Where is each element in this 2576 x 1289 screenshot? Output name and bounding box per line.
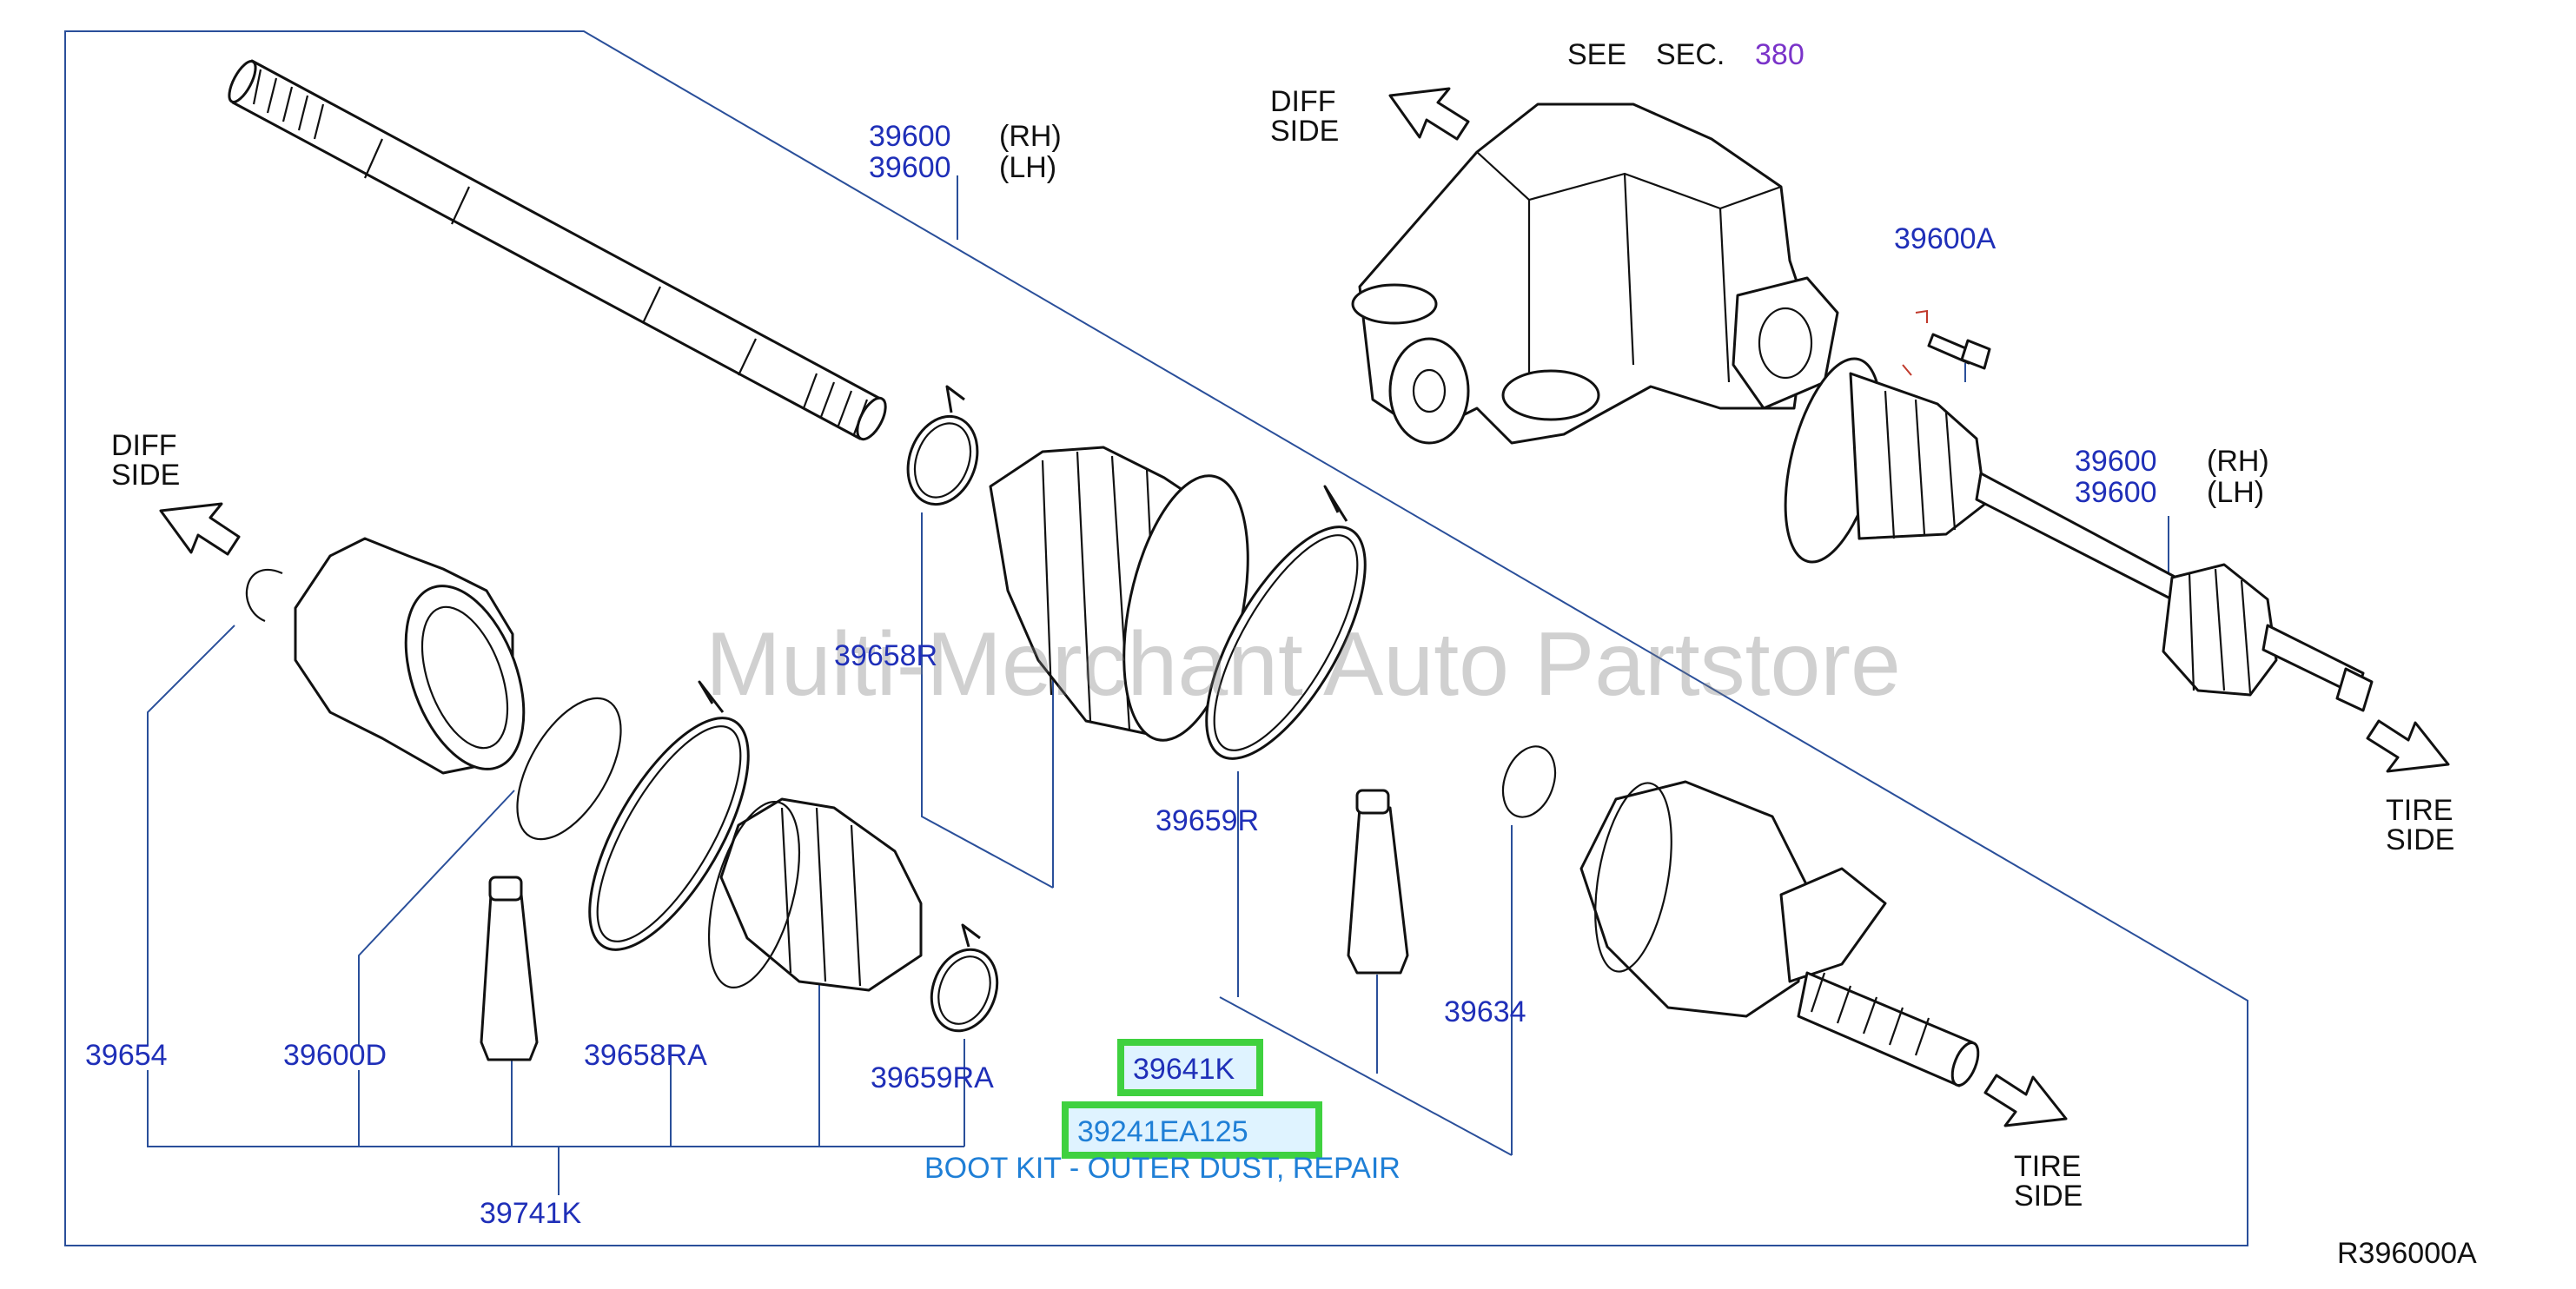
parts-frame xyxy=(64,30,2248,1246)
snap-ring-39634 xyxy=(1501,745,1557,818)
part-number-39600-rh[interactable]: 39600 xyxy=(869,120,951,153)
highlight-box-39241ea125 xyxy=(1062,1101,1322,1159)
label-sec: SEC. xyxy=(1656,38,1725,71)
label-tire-side-bottom-1: TIRE xyxy=(2014,1150,2081,1183)
part-number-39241ea125[interactable]: 39241EA125 xyxy=(1077,1115,1248,1148)
grease-tube-right xyxy=(1347,789,1409,975)
label-tire-side-right-2: SIDE xyxy=(2386,823,2454,856)
arrow-tire-bottom xyxy=(1983,1074,2068,1127)
snap-ring-left xyxy=(245,568,283,623)
part-number-39659ra[interactable]: 39659RA xyxy=(871,1061,994,1094)
boot-clamp-39658r xyxy=(906,385,979,506)
label-see: SEE xyxy=(1567,38,1626,71)
label-sec-number[interactable]: 380 xyxy=(1755,38,1805,71)
part-number-39741k[interactable]: 39741K xyxy=(480,1197,582,1230)
label-diff-side-top-2: SIDE xyxy=(1270,115,1339,148)
arrow-diff-top xyxy=(1388,87,1470,141)
boot-kit-description[interactable]: BOOT KIT - OUTER DUST, REPAIR xyxy=(924,1152,1401,1185)
part-number-39659r[interactable]: 39659R xyxy=(1156,804,1259,837)
axle-assembly-right xyxy=(1784,357,2374,712)
drive-shaft xyxy=(228,59,887,441)
circlip-39600d xyxy=(516,697,622,841)
label-diff-side-left-1: DIFF xyxy=(111,429,177,462)
part-number-39600-lh-assembly[interactable]: 39600 xyxy=(2075,476,2157,509)
part-number-39658ra[interactable]: 39658RA xyxy=(584,1039,707,1072)
part-number-39600a[interactable]: 39600A xyxy=(1894,222,1997,255)
diagram-labels: SEE SEC. 380 DIFF SIDE DIFF SIDE TIRE SI… xyxy=(85,38,2477,1270)
label-diff-side-left-2: SIDE xyxy=(111,459,180,492)
differential-housing xyxy=(1351,102,1839,445)
inner-joint-housing xyxy=(294,537,526,775)
arrow-diff-left xyxy=(159,502,241,556)
boot-clamp-39659ra xyxy=(930,923,999,1033)
outer-cv-joint xyxy=(1579,780,1980,1087)
arrow-tire-right xyxy=(2366,719,2450,773)
bolt-39600a xyxy=(1902,309,1991,376)
part-number-39600-rh-assembly[interactable]: 39600 xyxy=(2075,445,2157,478)
watermark: Multi-Merchant Auto Partstore xyxy=(705,614,1901,715)
band-39658ra xyxy=(588,680,750,951)
part-number-39641k[interactable]: 39641K xyxy=(1133,1053,1235,1086)
diagram-code: R396000A xyxy=(2337,1237,2477,1270)
label-rh-assembly: (RH) xyxy=(2207,445,2269,478)
highlight-box-39641k xyxy=(1117,1039,1263,1096)
part-number-39634[interactable]: 39634 xyxy=(1444,995,1526,1028)
label-lh-assembly: (LH) xyxy=(2207,476,2264,509)
part-number-39600-lh[interactable]: 39600 xyxy=(869,151,951,184)
label-lh: (LH) xyxy=(999,151,1056,184)
grease-tube-left xyxy=(480,876,539,1061)
label-diff-side-top-1: DIFF xyxy=(1270,85,1336,118)
band-39659r xyxy=(1205,485,1367,760)
label-tire-side-right-1: TIRE xyxy=(2386,794,2453,827)
label-tire-side-bottom-2: SIDE xyxy=(2014,1180,2083,1213)
inner-boot xyxy=(707,797,923,992)
label-rh: (RH) xyxy=(999,120,1062,153)
part-number-39658r[interactable]: 39658R xyxy=(834,639,937,672)
part-number-39654[interactable]: 39654 xyxy=(85,1039,168,1072)
part-number-39600d[interactable]: 39600D xyxy=(283,1039,387,1072)
